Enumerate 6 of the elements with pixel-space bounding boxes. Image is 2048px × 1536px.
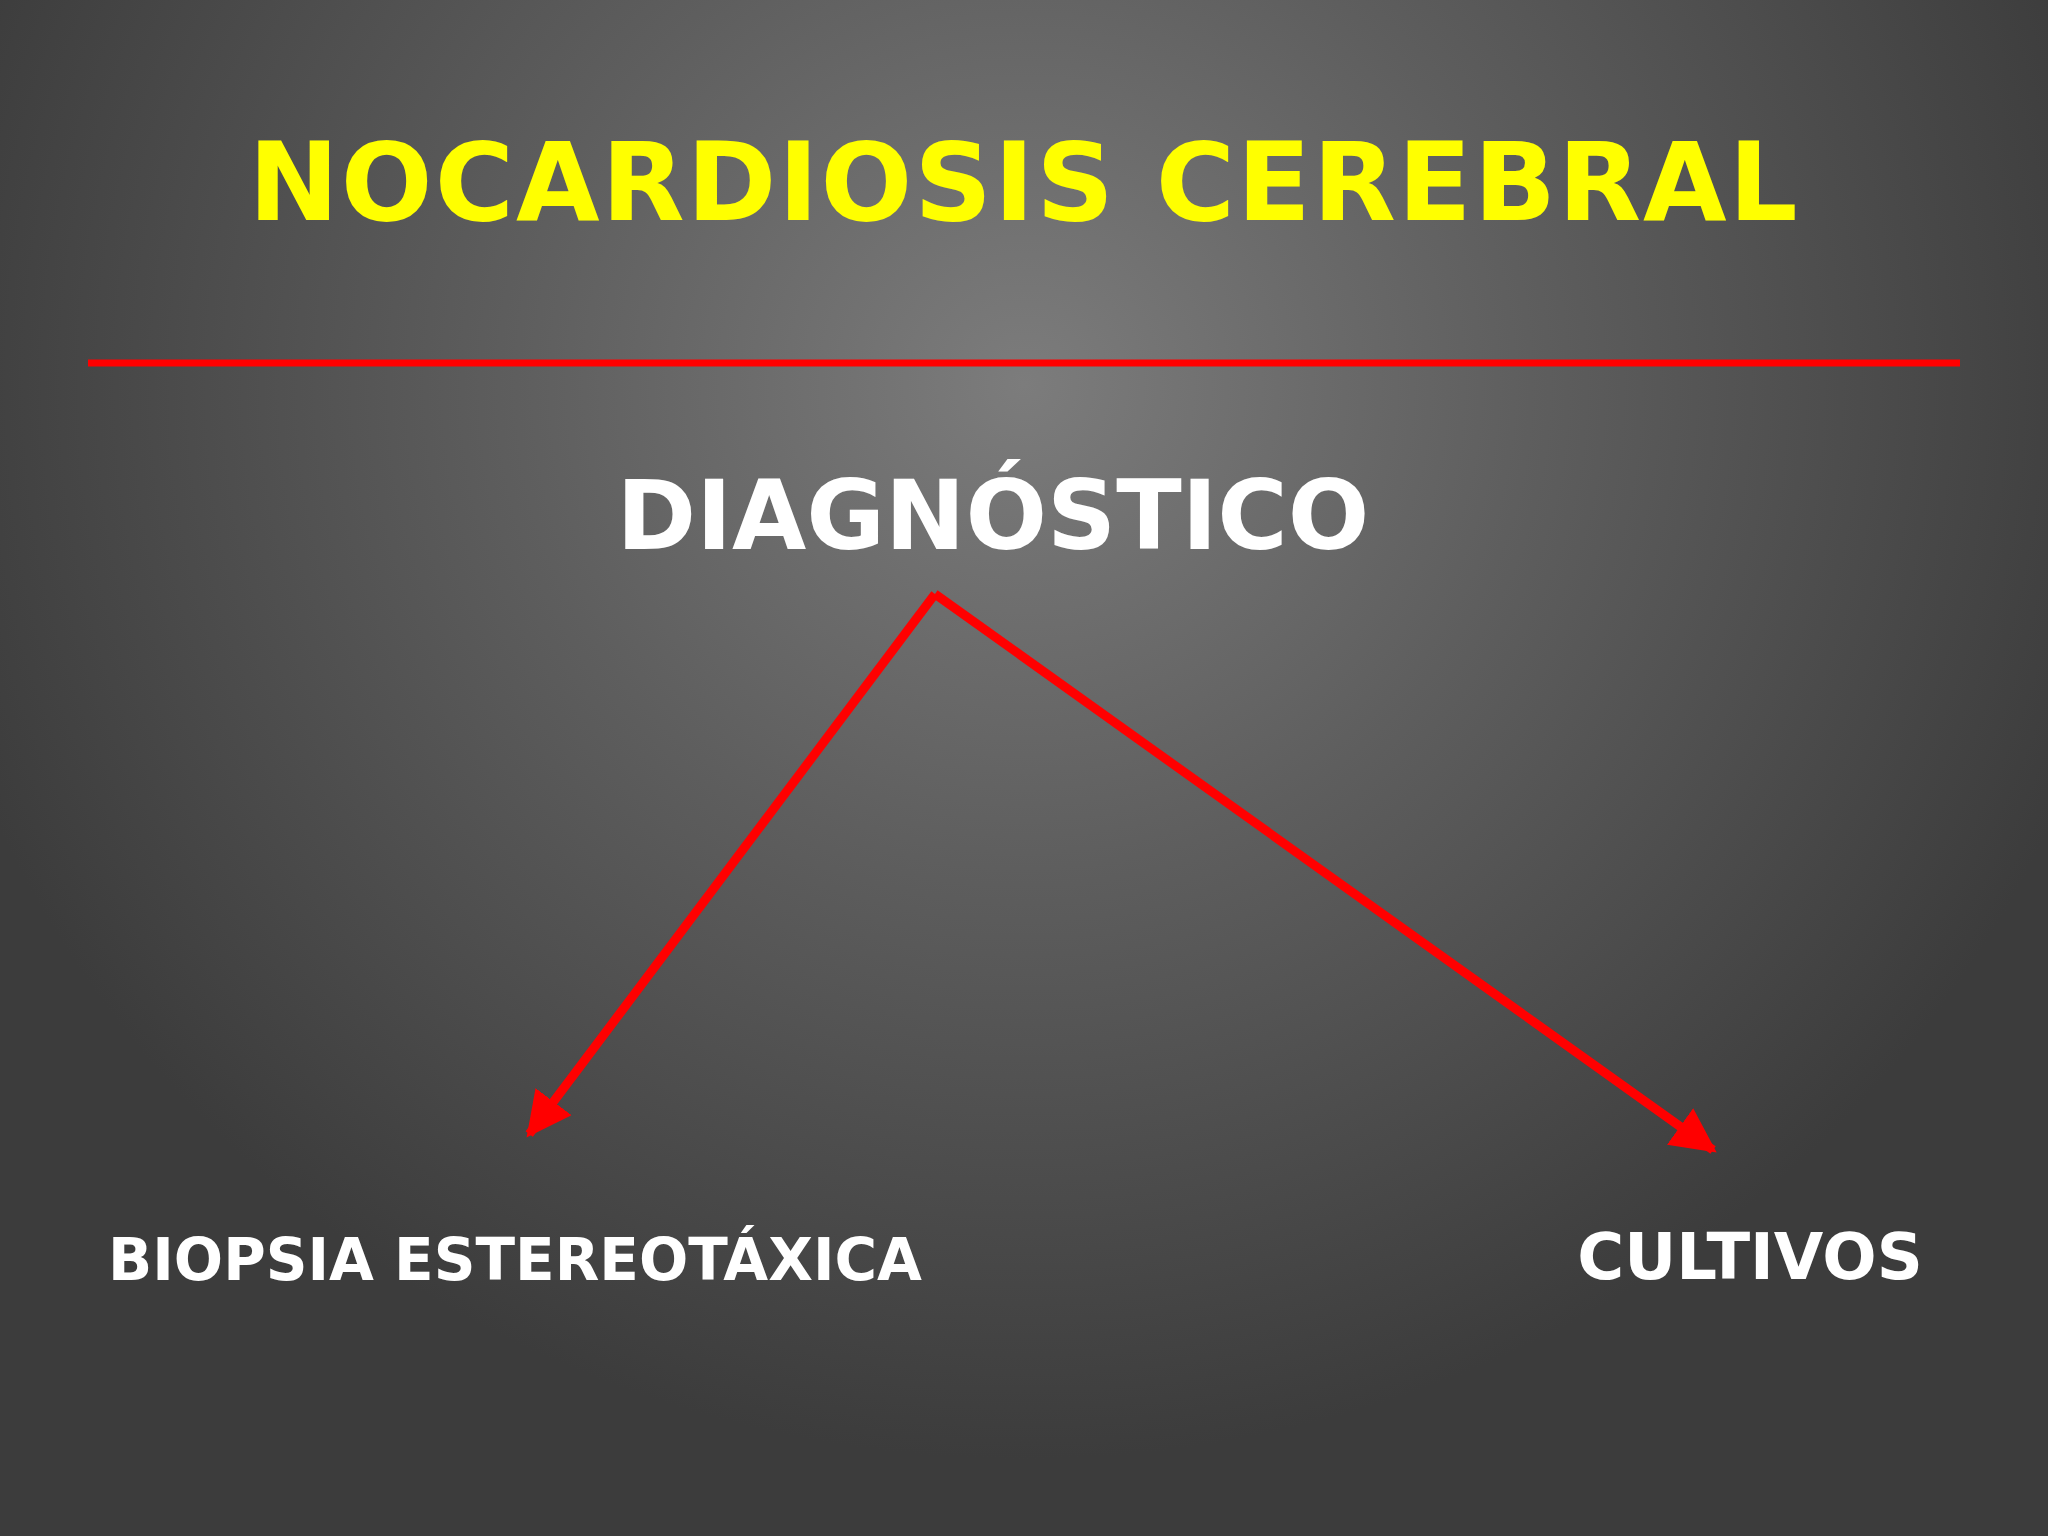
- slide-title: NOCARDIOSIS CEREBRAL: [248, 120, 1800, 245]
- arrow: [525, 591, 939, 1138]
- node-text: DIAGNÓSTICO: [590, 460, 1396, 594]
- arrow: [932, 590, 1717, 1154]
- node-text: BIOPSIA ESTEREOTÁXICA: [40, 1134, 990, 1294]
- node-text: CULTIVOS: [1540, 1150, 1960, 1294]
